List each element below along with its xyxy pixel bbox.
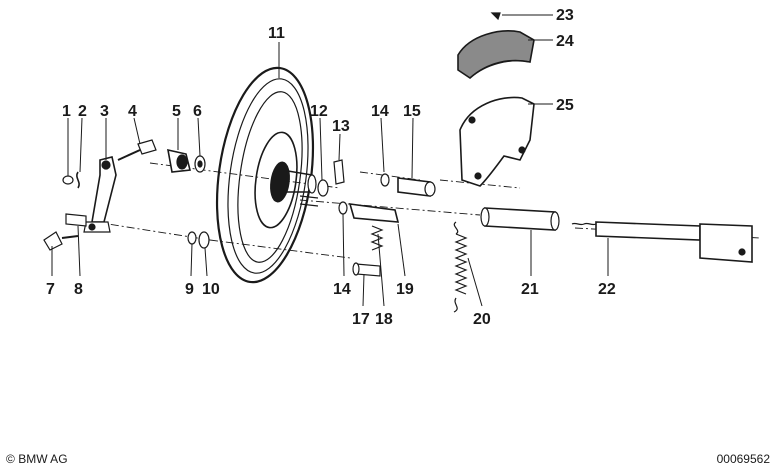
copyright-notice: © BMW AG (6, 452, 68, 466)
part-label-25: 25 (556, 97, 574, 114)
part-label-15: 15 (403, 103, 421, 120)
brake-drum (215, 66, 319, 284)
part-label-23: 23 (556, 7, 574, 24)
return-spring (453, 221, 468, 313)
part-label-4: 4 (128, 103, 137, 120)
part-label-5: 5 (172, 103, 181, 120)
leader-lines (51, 14, 609, 307)
hub-parts (317, 159, 436, 277)
part-label-22: 22 (598, 281, 616, 298)
part-label-17: 17 (352, 311, 370, 328)
copyright-text: BMW AG (18, 452, 68, 466)
part-label-8: 8 (74, 281, 83, 298)
part-label-3: 3 (100, 103, 109, 120)
alignment-axes (94, 162, 761, 259)
part-label-21: 21 (521, 281, 539, 298)
part-labels: 1 2 3 4 5 6 7 8 9 10 11 12 13 14 14 15 1… (46, 7, 616, 328)
part-label-13: 13 (332, 118, 350, 135)
part-label-7: 7 (46, 281, 55, 298)
part-label-6: 6 (193, 103, 202, 120)
part-label-18: 18 (375, 311, 393, 328)
part-label-24: 24 (556, 33, 574, 50)
brake-shoe-assembly (457, 12, 535, 187)
part-label-19: 19 (396, 281, 414, 298)
part-label-11: 11 (268, 25, 285, 42)
part-label-20: 20 (473, 311, 491, 328)
part-label-1: 1 (62, 103, 71, 120)
part-label-12: 12 (310, 103, 328, 120)
small-parts (43, 139, 210, 251)
brake-lever (83, 156, 117, 233)
copyright-icon: © (6, 452, 15, 466)
part-label-14-lower: 14 (333, 281, 351, 298)
part-label-10: 10 (202, 281, 220, 298)
part-label-2: 2 (78, 103, 87, 120)
part-label-9: 9 (185, 281, 194, 298)
part-label-14-upper: 14 (371, 103, 389, 120)
document-id: 00069562 (716, 452, 770, 466)
shaft-and-rod (480, 207, 753, 263)
